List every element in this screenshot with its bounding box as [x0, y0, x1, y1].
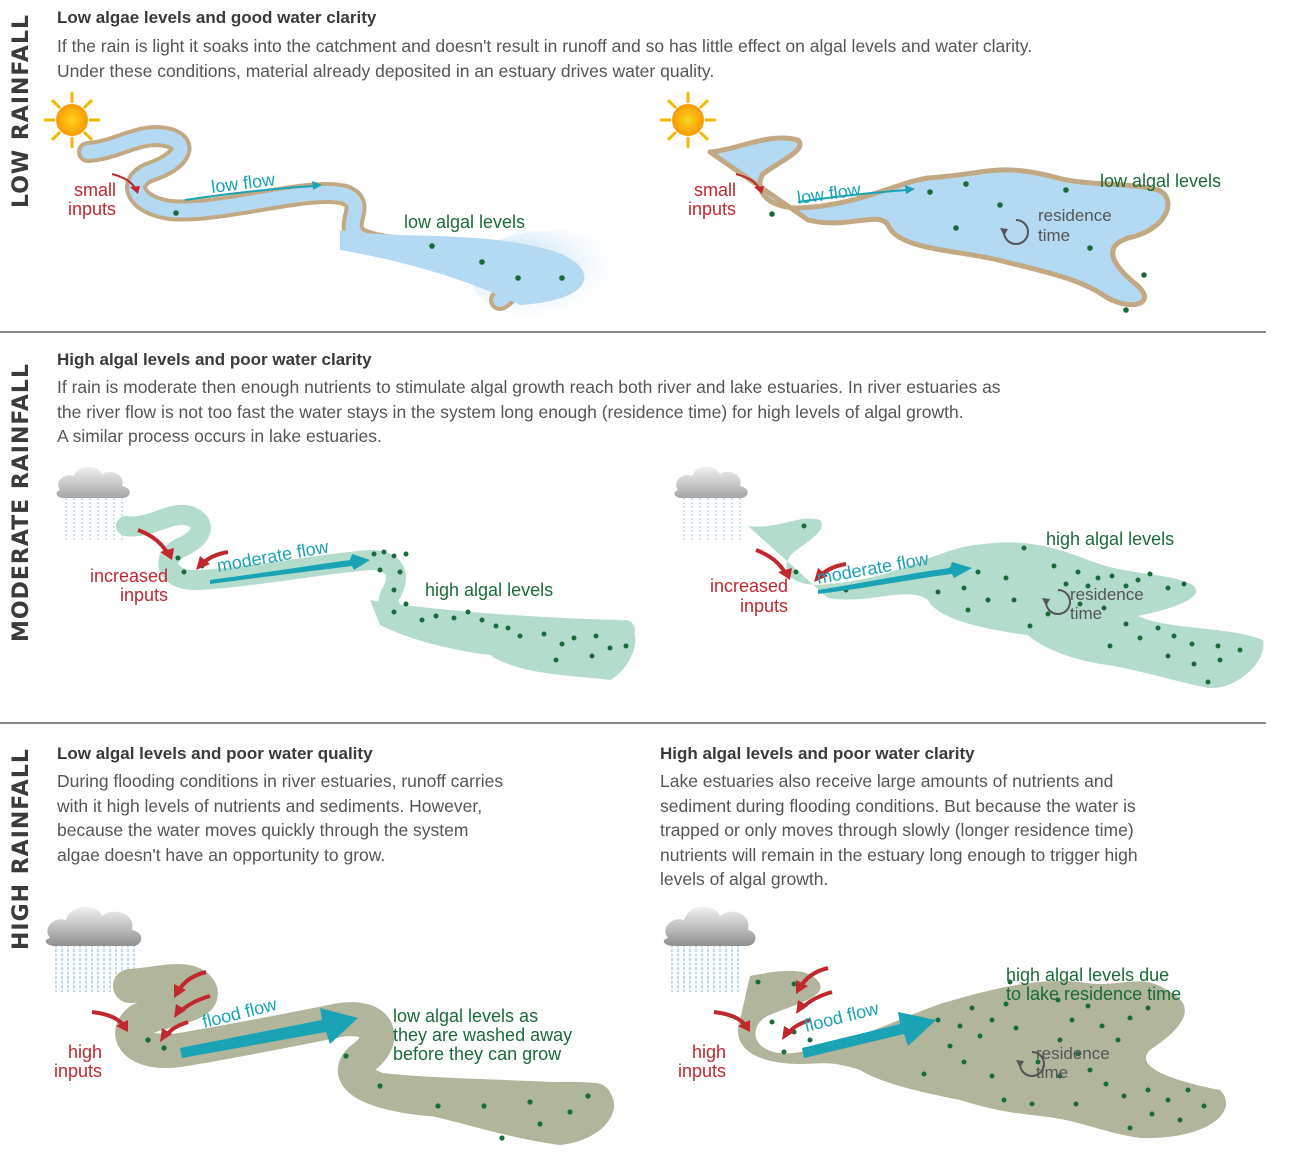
input-label-line2: inputs: [54, 1061, 102, 1081]
lake-water: [748, 519, 1264, 688]
sun-icon: [660, 92, 716, 148]
high-river-diagram: high inputs flood flow low algal levels …: [40, 900, 640, 1150]
high-lake-body-line: levels of algal growth.: [660, 867, 1280, 892]
high-lake-body-line: trapped or only moves through slowly (lo…: [660, 818, 1280, 843]
high-lake-body: Lake estuaries also receive large amount…: [660, 769, 1280, 892]
low-body-line: Under these conditions, material already…: [57, 59, 1287, 84]
high-river-body-line: with it high levels of nutrients and sed…: [57, 794, 647, 819]
rain-cloud-icon: [675, 467, 748, 542]
side-label-text: LOW RAINFALL: [9, 14, 34, 208]
algae-label-line3: before they can grow: [393, 1044, 562, 1064]
input-label-line1: high: [692, 1042, 726, 1062]
algae-label: low algal levels: [404, 212, 525, 232]
high-river-heading: Low algal levels and poor water quality: [57, 744, 373, 764]
sun-icon: [44, 92, 100, 148]
side-label-high-rainfall: HIGH RAINFALL: [9, 950, 33, 974]
algae-label-line2: they are washed away: [393, 1025, 572, 1045]
flow-label: flood flow: [802, 998, 882, 1036]
input-label-line1: small: [694, 180, 736, 200]
algae-label-line1: high algal levels due: [1006, 965, 1169, 985]
moderate-body-line: the river flow is not too fast the water…: [57, 400, 1277, 425]
moderate-body: If rain is moderate then enough nutrient…: [57, 375, 1277, 449]
moderate-lake-diagram: increased inputs moderate flow high alga…: [668, 460, 1278, 700]
residence-label-line1: residence: [1038, 206, 1112, 225]
section-divider: [0, 331, 1266, 333]
algae-label: high algal levels: [1046, 529, 1174, 549]
section-divider: [0, 722, 1266, 724]
high-lake-heading: High algal levels and poor water clarity: [660, 744, 975, 764]
algae-label-line1: low algal levels as: [393, 1006, 538, 1026]
input-label-line1: increased: [90, 566, 168, 586]
input-label-line2: inputs: [678, 1061, 726, 1081]
moderate-heading: High algal levels and poor water clarity: [57, 350, 372, 370]
algae-label: low algal levels: [1100, 171, 1221, 191]
moderate-body-line: A similar process occurs in lake estuari…: [57, 424, 1277, 449]
residence-label-line2: time: [1036, 1063, 1068, 1082]
high-river-body-line: During flooding conditions in river estu…: [57, 769, 647, 794]
high-river-body: During flooding conditions in river estu…: [57, 769, 647, 867]
residence-label-line2: time: [1070, 604, 1102, 623]
input-label-line1: increased: [710, 576, 788, 596]
high-lake-body-line: Lake estuaries also receive large amount…: [660, 769, 1280, 794]
moderate-river-diagram: increased inputs moderate flow high alga…: [50, 460, 650, 700]
moderate-water-widen: [370, 600, 635, 680]
input-label-line2: inputs: [120, 585, 168, 605]
input-label-line1: high: [68, 1042, 102, 1062]
input-label-line2: inputs: [740, 596, 788, 616]
high-lake-body-line: sediment during flooding conditions. But…: [660, 794, 1280, 819]
low-heading: Low algae levels and good water clarity: [57, 8, 376, 28]
residence-label-line2: time: [1038, 226, 1070, 245]
side-label-text: MODERATE RAINFALL: [9, 363, 34, 642]
residence-label-line1: residence: [1070, 585, 1144, 604]
high-lake-diagram: high inputs flood flow high algal levels…: [660, 900, 1260, 1150]
high-river-body-line: algae doesn't have an opportunity to gro…: [57, 843, 647, 868]
residence-label-line1: residence: [1036, 1044, 1110, 1063]
side-label-text: HIGH RAINFALL: [9, 748, 34, 950]
algae-label-line2: to lake residence time: [1006, 984, 1181, 1004]
side-label-moderate-rainfall: MODERATE RAINFALL: [9, 642, 33, 666]
input-label-line2: inputs: [688, 199, 736, 219]
side-label-low-rainfall: LOW RAINFALL: [9, 208, 33, 232]
low-lake-diagram: small inputs low flow low algal levels r…: [658, 90, 1258, 320]
high-river-body-line: because the water moves quickly through …: [57, 818, 647, 843]
input-label-line2: inputs: [68, 199, 116, 219]
low-body-line: If the rain is light it soaks into the c…: [57, 34, 1287, 59]
low-river-diagram: small inputs low flow low algal levels: [40, 90, 620, 320]
rain-cloud-icon: [664, 907, 756, 992]
input-arrow-1: [138, 530, 168, 554]
low-body: If the rain is light it soaks into the c…: [57, 34, 1287, 83]
high-lake-body-line: nutrients will remain in the estuary lon…: [660, 843, 1280, 868]
input-label-line1: small: [74, 180, 116, 200]
moderate-body-line: If rain is moderate then enough nutrient…: [57, 375, 1277, 400]
algae-label: high algal levels: [425, 580, 553, 600]
